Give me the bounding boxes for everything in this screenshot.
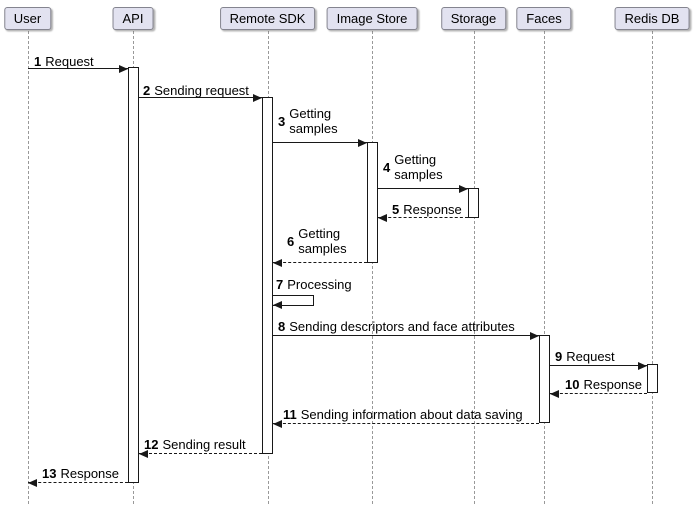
activation-image-store: [366, 142, 378, 263]
message-1-line: [27, 68, 128, 69]
message-12-number: 12: [144, 437, 159, 452]
participant-api: API: [112, 7, 154, 30]
message-13-line: [27, 482, 128, 483]
message-4-line: [377, 188, 468, 189]
message-9-arrowhead-icon: [637, 362, 647, 370]
message-8-number: 8: [278, 319, 286, 334]
message-7-text: Processing: [287, 277, 352, 292]
message-4-arrowhead-icon: [459, 185, 468, 193]
message-13-text: Response: [60, 466, 120, 481]
message-10-line: [549, 393, 647, 394]
lifeline-image-store: [372, 31, 373, 504]
activation-storage: [468, 188, 479, 218]
message-5-number: 5: [392, 202, 400, 217]
message-10-text: Response: [583, 377, 643, 392]
message-3-number: 3: [278, 113, 286, 129]
message-9-number: 9: [555, 349, 563, 364]
message-2-number: 2: [143, 83, 151, 98]
message-7-line-return-vertical: [313, 295, 314, 306]
message-8-arrowhead-icon: [529, 332, 539, 340]
message-4-number: 4: [383, 159, 391, 175]
message-9-text: Request: [566, 349, 615, 364]
message-1-number: 1: [34, 54, 42, 69]
message-7-line: [273, 295, 313, 296]
message-9-line: [549, 365, 647, 366]
activation-api: [127, 67, 139, 483]
participant-image-store: Image Store: [326, 7, 418, 30]
message-8-line: [273, 335, 539, 336]
message-2-arrowhead-icon: [253, 94, 262, 102]
message-12-line: [138, 453, 262, 454]
participant-remote-sdk: Remote SDK: [219, 7, 316, 30]
lifeline-faces: [544, 31, 545, 504]
activation-remote-sdk: [262, 97, 273, 454]
participant-redis-db: Redis DB: [614, 7, 690, 30]
message-12-arrowhead-icon: [138, 450, 148, 458]
activation-redis-db: [646, 364, 658, 393]
participant-faces: Faces: [516, 7, 572, 30]
participant-storage: Storage: [440, 7, 507, 30]
lifeline-storage: [473, 31, 475, 504]
message-3-arrowhead-icon: [357, 139, 367, 147]
participant-user: User: [3, 7, 52, 30]
message-7-line-return: [273, 305, 313, 306]
message-5-text: Response: [403, 202, 462, 217]
lifeline-redis-db: [652, 31, 653, 504]
message-7-number: 7: [276, 277, 284, 292]
message-11-number: 11: [283, 407, 297, 422]
message-3-line: [273, 142, 367, 143]
message-11-line: [273, 423, 539, 424]
message-2-text: Sending request: [154, 83, 249, 98]
lifeline-user: [27, 31, 29, 504]
message-13-number: 13: [42, 466, 57, 481]
message-1-arrowhead-icon: [118, 65, 128, 73]
message-7-arrowhead-icon: [273, 301, 282, 309]
message-12-text: Sending result: [162, 437, 246, 452]
message-5-line: [377, 217, 468, 218]
activation-faces: [538, 335, 550, 423]
message-10-number: 10: [565, 377, 580, 392]
message-11-arrowhead-icon: [273, 420, 282, 428]
message-11-text: Sending information about data saving: [300, 407, 523, 422]
message-6-number: 6: [287, 233, 295, 249]
message-13-arrowhead-icon: [27, 479, 37, 487]
message-6-line: [273, 262, 367, 263]
message-2-line: [138, 97, 262, 98]
message-8-text: Sending descriptors and face attributes: [289, 319, 515, 334]
message-10-arrowhead-icon: [549, 390, 559, 398]
message-6-arrowhead-icon: [273, 259, 282, 267]
message-1-text: Request: [45, 54, 94, 69]
message-5-arrowhead-icon: [377, 214, 387, 222]
